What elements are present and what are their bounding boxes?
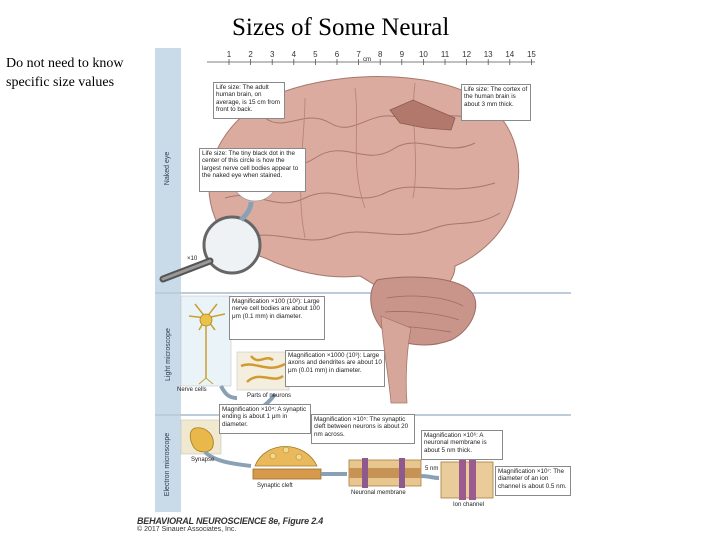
ruler-tick-label: 11	[441, 50, 450, 59]
mag-10-4-caption: Magnification ×10⁴: A synaptic ending is…	[219, 404, 311, 434]
ruler-tick-label: 10	[419, 50, 428, 59]
parts-of-neurons-label: Parts of neurons	[247, 393, 292, 399]
nerve-cells-label: Nerve cells	[177, 387, 207, 393]
ruler-tick-label: 9	[400, 50, 405, 59]
brain-size-caption: Life size: The adult human brain, on ave…	[213, 82, 285, 119]
mag-100-caption: Magnification ×100 (10²): Large nerve ce…	[229, 296, 325, 340]
neural-sizes-figure: Naked eye Light microscope Electron micr…	[155, 48, 571, 512]
figure-credit: BEHAVIORAL NEUROSCIENCE 8e, Figure 2.4 ©…	[137, 516, 323, 533]
synapse-illustration	[180, 419, 222, 455]
mag-1000-caption: Magnification ×1000 (10³): Large axons a…	[285, 350, 385, 387]
ruler-tick-label: 14	[505, 50, 514, 59]
ruler-unit-label: cm	[363, 57, 371, 63]
ruler-tick-label: 3	[270, 50, 275, 59]
ruler-tick-label: 13	[484, 50, 493, 59]
magnifier-mark: ×10	[187, 256, 198, 262]
magnifying-glass-icon	[159, 215, 262, 283]
slide-title: Sizes of Some Neural	[232, 14, 450, 41]
ruler-tick-label: 6	[335, 50, 340, 59]
mag-10-7-caption: Magnification ×10⁷: The diameter of an i…	[495, 466, 571, 496]
naked-eye-band	[155, 48, 181, 292]
dot-size-caption: Life size: The tiny black dot in the cen…	[199, 148, 306, 192]
ruler-tick-label: 15	[527, 50, 536, 59]
ruler-tick-label: 1	[227, 50, 232, 59]
ruler-tick-label: 4	[292, 50, 297, 59]
synaptic-cleft-label: Synaptic cleft	[257, 483, 293, 489]
ruler-tick-label: 8	[378, 50, 383, 59]
ion-channel-label: Ion channel	[453, 502, 485, 508]
light-microscope-band	[155, 294, 181, 414]
membrane-thickness-label: 5 nm	[425, 466, 439, 472]
ruler-tick-label: 5	[313, 50, 318, 59]
parts-of-neurons-illustration	[236, 351, 290, 391]
ruler-tick-label: 12	[462, 50, 471, 59]
credit-copyright: © 2017 Sinauer Associates, Inc.	[137, 526, 237, 533]
brain-illustration	[208, 76, 520, 404]
ruler-tick-label: 2	[248, 50, 253, 59]
nerve-cell-illustration	[180, 295, 232, 387]
credit-book: BEHAVIORAL NEUROSCIENCE 8e, Figure 2.4	[137, 516, 324, 526]
mag-10-6-caption: Magnification ×10⁶: A neuronal membrane …	[421, 430, 503, 460]
neuronal-membrane-illustration	[348, 458, 422, 488]
cortex-size-caption: Life size: The cortex of the human brain…	[461, 84, 531, 121]
synaptic-cleft-illustration	[252, 446, 322, 480]
side-note: Do not need to know specific size values	[6, 56, 124, 90]
mag-10-5-caption: Magnification ×10⁵: The synaptic cleft b…	[311, 414, 415, 444]
neuronal-membrane-label: Neuronal membrane	[351, 490, 406, 496]
ion-channel-illustration	[440, 460, 494, 500]
electron-microscope-band	[155, 416, 181, 512]
synapse-label: Synapse	[191, 457, 215, 463]
ruler-tick-label: 7	[356, 50, 361, 59]
